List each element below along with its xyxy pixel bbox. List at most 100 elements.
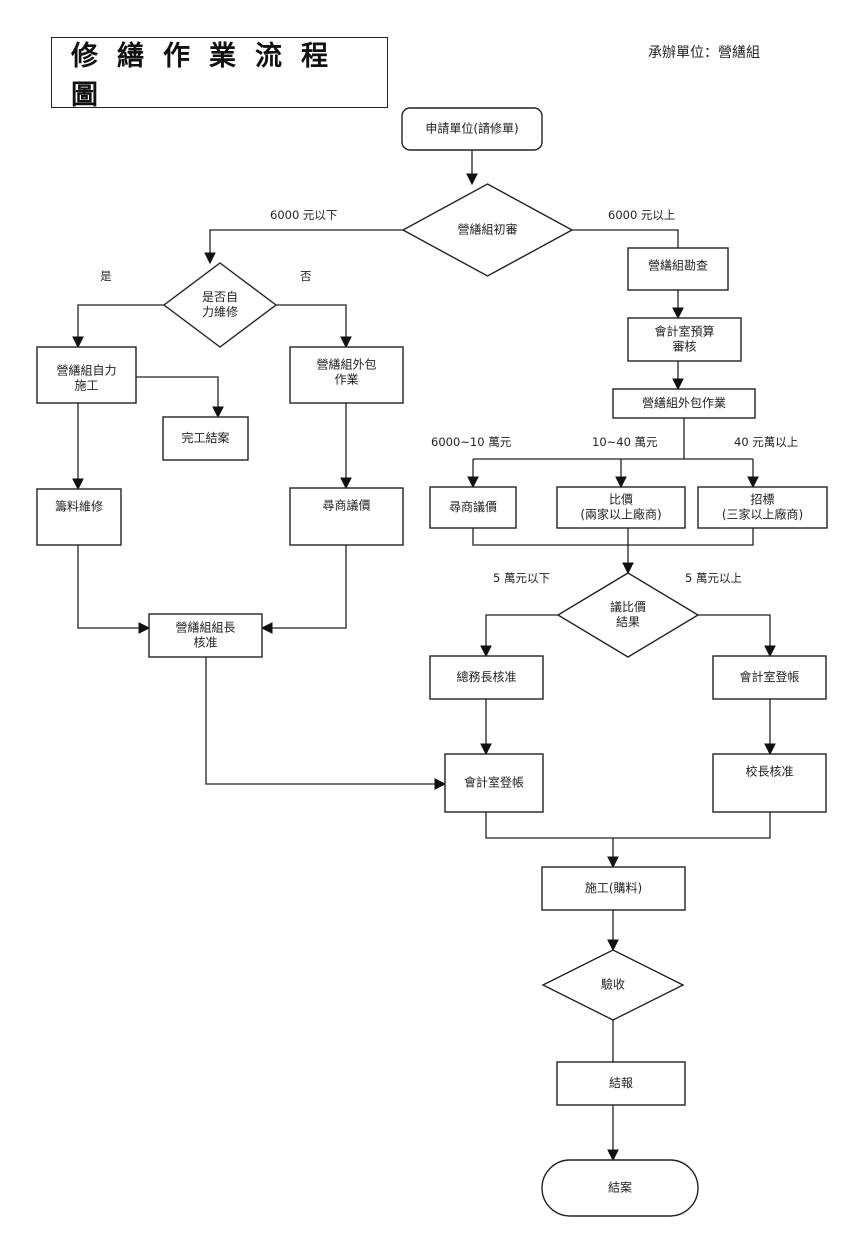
node-label: 是否自 [202,290,238,304]
node-label: 作業 [334,373,358,387]
node-label: 審核 [672,339,696,354]
node-label: 營繕組初審 [457,222,517,237]
node-label: 校長核准 [745,764,793,779]
node-vendor-negotiation-right: 尋商議價 [429,486,517,529]
process-box [429,655,544,700]
decision-diamond [162,262,278,348]
process-box [556,486,686,529]
edge-label-below-5w: 5 萬元以下 [493,571,550,585]
node-label: 力維修 [202,304,238,319]
decision-diamond [541,949,685,1021]
connector-24 [485,812,771,839]
process-box [444,753,544,813]
connector-5 [136,376,224,419]
connector-18 [472,528,754,546]
edge-label-above-40w: 40 元萬以上 [734,435,798,449]
connector-1 [204,229,403,265]
node-vendor-negotiation-left: 尋商議價 [289,487,404,546]
edge-label-range-6000-10w: 6000~10 萬元 [431,435,512,449]
connector-10 [205,657,447,790]
node-inspection: 驗收 [541,949,685,1021]
process-box [429,486,517,529]
node-general-affairs-approval: 總務長核准 [429,655,544,700]
connector-2 [572,229,679,248]
node-accounting-register-left: 會計室登帳 [444,753,544,813]
node-material-repair: 籌料維修 [36,488,122,546]
node-outsource-left: 營繕組外包作業 [289,346,404,404]
process-box [697,486,828,529]
node-outsource-right: 營繕組外包作業 [612,388,756,419]
decision-diamond [556,572,700,658]
node-label: (三家以上廠商) [722,507,803,522]
node-completion-close: 完工結案 [162,416,249,461]
node-price-comparison: 比價(兩家以上廠商) [556,486,686,529]
terminal-shape [401,107,543,151]
node-label: 營繕組組長 [175,620,235,635]
connector-21 [698,614,776,658]
node-label: 營繕組勘查 [648,258,708,273]
process-box [162,416,249,461]
terminal-shape [541,1159,699,1217]
node-label: 結案 [608,1180,632,1195]
node-label: 驗收 [601,978,625,992]
node-label: 比價 [609,493,633,507]
process-box [627,247,729,291]
node-construction: 施工(購料) [541,866,686,911]
node-initial-review: 營繕組初審 [401,183,574,277]
process-box [289,487,404,546]
edge-label-above-5w: 5 萬元以上 [685,571,742,585]
node-tender: 招標(三家以上廠商) [697,486,828,529]
node-label: 完工結案 [181,430,229,445]
node-label: 結報 [609,1076,633,1090]
node-label: (兩家以上廠商) [580,507,661,522]
node-label: 會計室預算 [654,324,714,339]
node-label: 會計室登帳 [739,669,799,684]
page-title: 修繕作業流程圖 [71,40,347,111]
process-box [712,753,827,813]
node-report: 結報 [556,1061,686,1106]
process-box [612,388,756,419]
node-close: 結案 [541,1159,699,1217]
node-label: 議比價 [610,600,646,614]
decision-diamond [401,183,574,277]
node-label: 招標 [750,493,774,507]
process-box [148,613,263,658]
process-box [289,346,404,404]
node-label: 籌料維修 [55,499,103,514]
node-label: 施工(購料) [585,881,642,895]
connector-9 [260,545,347,634]
process-box [712,655,827,700]
edge-label-yes: 是 [100,269,112,283]
edge-label-no: 否 [300,269,312,283]
node-label: 尋商議價 [322,498,370,513]
process-box [627,317,742,362]
node-request: 申請單位(請修單) [401,107,543,151]
node-site-survey: 營繕組勘查 [627,247,729,291]
node-label: 施工 [74,379,98,393]
connector-20 [480,614,558,658]
node-label: 營繕組外包作業 [642,395,726,410]
node-label: 總務長核准 [456,669,516,684]
edge-label-below-6000: 6000 元以下 [270,208,337,222]
connector-4 [276,304,352,349]
process-box [36,488,122,546]
connector-8 [77,545,151,634]
process-box [556,1061,686,1106]
node-label: 申請單位(請修單) [425,121,518,136]
node-label: 會計室登帳 [464,775,524,790]
node-label: 營繕組自力 [56,363,116,378]
process-box [541,866,686,911]
node-label: 核准 [193,636,217,650]
edge-label-range-10-40w: 10~40 萬元 [592,435,658,449]
process-box [36,346,137,404]
node-label: 營繕組外包 [316,357,376,372]
node-label: 結果 [616,615,640,629]
connector-3 [72,304,164,349]
responsible-unit-label: 承辦單位：營繕組 [648,45,760,61]
